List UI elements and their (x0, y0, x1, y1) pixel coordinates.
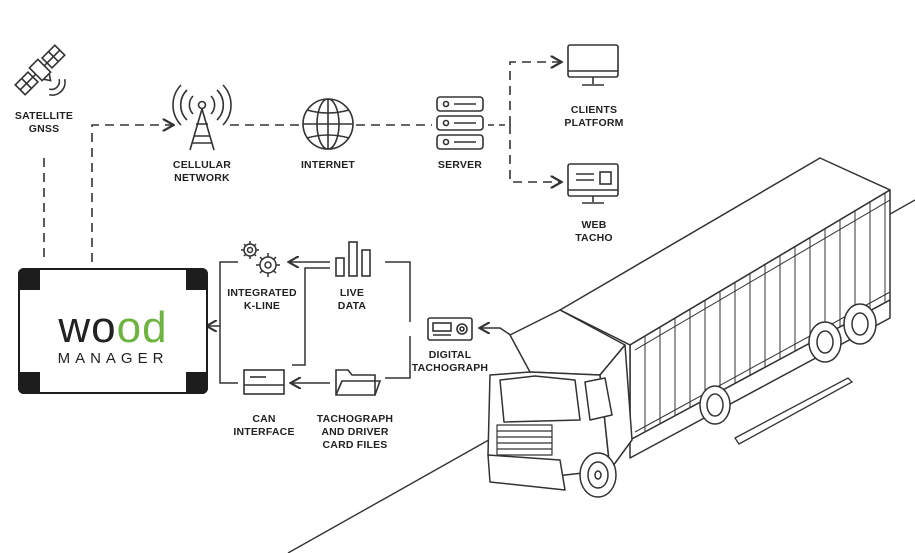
monitor-icon (567, 44, 619, 86)
wood-manager-device: wood MANAGER (18, 268, 208, 394)
cell-tower-icon (172, 84, 232, 151)
tachograph-device-icon (427, 317, 473, 341)
solid-connections (208, 262, 519, 383)
label-internet: INTERNET (300, 159, 356, 171)
label-server: SERVER (437, 159, 483, 171)
can-interface-icon (243, 369, 285, 395)
truck-icon (487, 157, 891, 498)
brand-sub: MANAGER (57, 350, 169, 367)
web-tacho-icon (567, 163, 619, 204)
satellite-icon (14, 44, 66, 96)
globe-icon (302, 98, 354, 150)
server-icon (436, 96, 484, 150)
bar-chart-icon (335, 241, 371, 277)
connections (43, 62, 560, 262)
brand-part2: od (116, 303, 168, 352)
gears-icon (241, 241, 280, 277)
wood-manager-logo: wood MANAGER (20, 303, 206, 368)
brand-part1: wo (58, 303, 117, 352)
folder-icon (335, 369, 382, 396)
